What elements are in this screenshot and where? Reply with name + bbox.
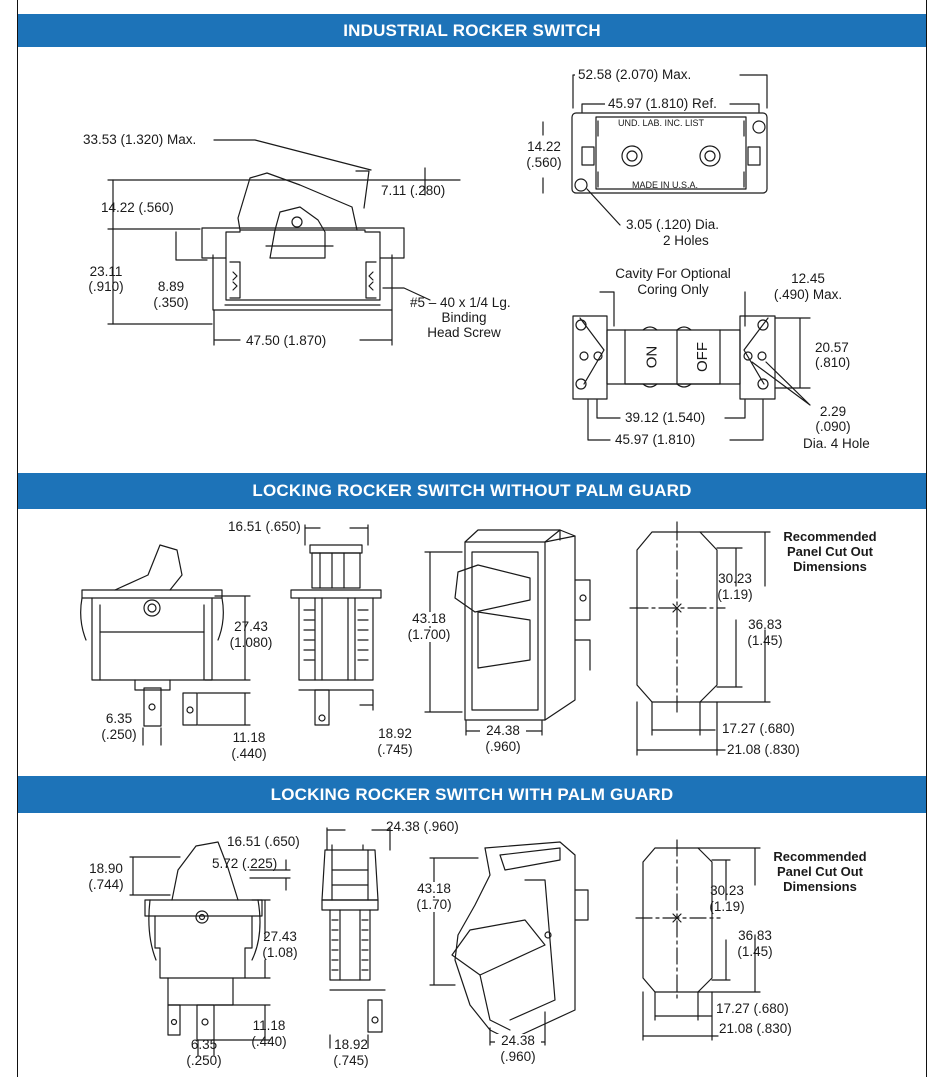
dim-inner-height-b: (.350) — [153, 295, 189, 310]
dim-iso-width-b: (.960) — [500, 1049, 536, 1064]
locking-side-view — [291, 525, 381, 725]
section-title-locking-no-guard: LOCKING ROCKER SWITCH WITHOUT PALM GUARD — [18, 473, 926, 509]
dim-small-hole-c: Dia. 4 Hole — [803, 436, 870, 451]
dim-inner-height-a: 8.89 — [157, 279, 185, 294]
industrial-top-plate — [543, 75, 767, 225]
hole-label-a: 3.05 (.120) Dia. — [626, 217, 720, 232]
plate-text-bottom: MADE IN U.S.A. — [632, 180, 699, 190]
dim-cut-height2-b: (1.45) — [747, 633, 783, 648]
dim-cut-height2-a: 36.83 — [748, 617, 782, 632]
industrial-side-view — [108, 140, 460, 345]
dim-term-width-a: 6.35 — [190, 1037, 218, 1052]
dim-side-depth-b: (.745) — [333, 1053, 369, 1068]
dim-side-width2: 24.38 (.960) — [386, 819, 459, 834]
dim-outer-width: 45.97 (1.810) — [612, 433, 699, 447]
section-title-locking-guard: LOCKING ROCKER SWITCH WITH PALM GUARD — [18, 776, 926, 813]
dim-iso-width-b: (.960) — [485, 739, 521, 754]
dim-cut-width1: 17.27 (.680) — [716, 1001, 789, 1016]
industrial-bottom-plate — [573, 292, 810, 440]
section-title-industrial: INDUSTRIAL ROCKER SWITCH — [18, 14, 926, 47]
dim-cut-height2-b: (1.45) — [737, 944, 773, 959]
dim-rocker-gap: 7.11 (.280) — [381, 183, 446, 198]
dim-cut-width2: 21.08 (.830) — [727, 742, 800, 757]
guard-panel-cutout — [636, 840, 760, 1040]
dim-body-height-b: (1.080) — [229, 635, 273, 650]
dim-cut-width1: 17.27 (.680) — [722, 721, 795, 736]
dim-cut-height1-b: (1.19) — [717, 587, 753, 602]
dim-guard-thickness: 5.72 (.225) — [212, 856, 278, 871]
recommended-label-b: Panel Cut Out — [777, 864, 863, 879]
screw-label-b: Binding — [441, 310, 487, 325]
recommended-label-a: Recommended — [773, 849, 867, 864]
dim-term-height-a: 11.18 — [232, 730, 266, 745]
dim-cut-height1-a: 30.23 — [710, 883, 744, 898]
dim-inner-width: 39.12 (1.540) — [622, 411, 709, 425]
dim-cut-height1-b: (1.19) — [709, 899, 745, 914]
dim-iso-height-a: 43.18 — [409, 882, 459, 896]
off-label: OFF — [694, 342, 711, 372]
dim-body-height-a: 27.43 — [234, 619, 268, 634]
dim-side-width: 16.51 (.650) — [228, 519, 301, 534]
dim-term-height-b: (.440) — [251, 1034, 287, 1049]
dim-body-height-a: 23.11 — [89, 264, 123, 279]
dim-cut-height1-a: 30.23 — [718, 571, 752, 586]
dim-body-height-a: 27.43 — [263, 929, 297, 944]
dim-body-width: 47.50 (1.870) — [243, 334, 330, 348]
dim-cut-height2-a: 36.83 — [738, 928, 772, 943]
dim-top-height-b: (.560) — [526, 155, 562, 170]
dim-rocker-height: 14.22 (.560) — [101, 200, 174, 215]
locking-iso-view — [425, 530, 590, 735]
dim-term-width-a: 6.35 — [105, 711, 133, 726]
plate-text-top: UND. LAB. INC. LIST — [618, 118, 705, 128]
dim-cut-width2: 21.08 (.830) — [719, 1021, 792, 1036]
dim-iso-width-a: 24.38 — [495, 1034, 541, 1048]
dim-top-ref: 45.97 (1.810) Ref. — [605, 97, 720, 111]
on-label: ON — [643, 345, 661, 369]
dim-side-depth-a: 18.92 — [334, 1037, 368, 1052]
dim-max-height: 33.53 (1.320) Max. — [83, 132, 197, 147]
recommended-label-c: Dimensions — [783, 879, 857, 894]
screw-label-c: Head Screw — [427, 325, 501, 340]
dim-side-width: 16.51 (.650) — [227, 834, 300, 849]
dim-body-height-b: (1.08) — [262, 945, 298, 960]
guard-side-view — [322, 828, 390, 1048]
dim-term-width-b: (.250) — [186, 1053, 222, 1068]
dim-small-hole-a: 2.29 — [819, 404, 847, 419]
guard-iso-view — [430, 842, 588, 1045]
screw-label-a: #5 – 40 x 1/4 Lg. — [410, 295, 511, 310]
dim-iso-height-b: (1.70) — [409, 898, 459, 912]
dim-term-width-b: (.250) — [101, 727, 137, 742]
dim-iso-width-a: 24.38 — [480, 724, 526, 738]
dim-top-height-a: 14.22 — [527, 139, 561, 154]
dim-rocker-height2-a: 20.57 — [815, 340, 849, 355]
dim-guard-height-a: 18.90 — [89, 861, 123, 876]
dim-term-height-b: (.440) — [231, 746, 267, 761]
dim-iso-height-a: 43.18 — [404, 612, 454, 626]
dim-body-height-b: (.910) — [88, 279, 124, 294]
cavity-label-a: Cavity For Optional — [615, 266, 731, 281]
cavity-label-b: Coring Only — [637, 282, 709, 297]
dim-small-hole-b: (.090) — [815, 419, 851, 434]
dim-rocker-width-a: 12.45 — [791, 271, 825, 286]
dim-guard-height-b: (.744) — [88, 877, 124, 892]
dim-side-depth-b: (.745) — [377, 742, 413, 757]
locking-panel-cutout — [630, 522, 770, 755]
hole-label-b: 2 Holes — [663, 233, 709, 248]
dim-top-width: 52.58 (2.070) Max. — [575, 68, 695, 82]
recommended-label-b: Panel Cut Out — [787, 544, 873, 559]
guard-front-view — [130, 842, 290, 1055]
page-frame — [17, 0, 927, 1077]
dim-rocker-width-b: (.490) Max. — [773, 287, 843, 302]
dim-rocker-height2-b: (.810) — [815, 355, 851, 370]
locking-front-view — [81, 545, 250, 745]
dim-side-depth-a: 18.92 — [378, 726, 412, 741]
dim-term-height-a: 11.18 — [252, 1018, 286, 1033]
recommended-label-a: Recommended — [783, 529, 877, 544]
recommended-label-c: Dimensions — [793, 559, 867, 574]
dim-iso-height-b: (1.700) — [404, 628, 454, 642]
